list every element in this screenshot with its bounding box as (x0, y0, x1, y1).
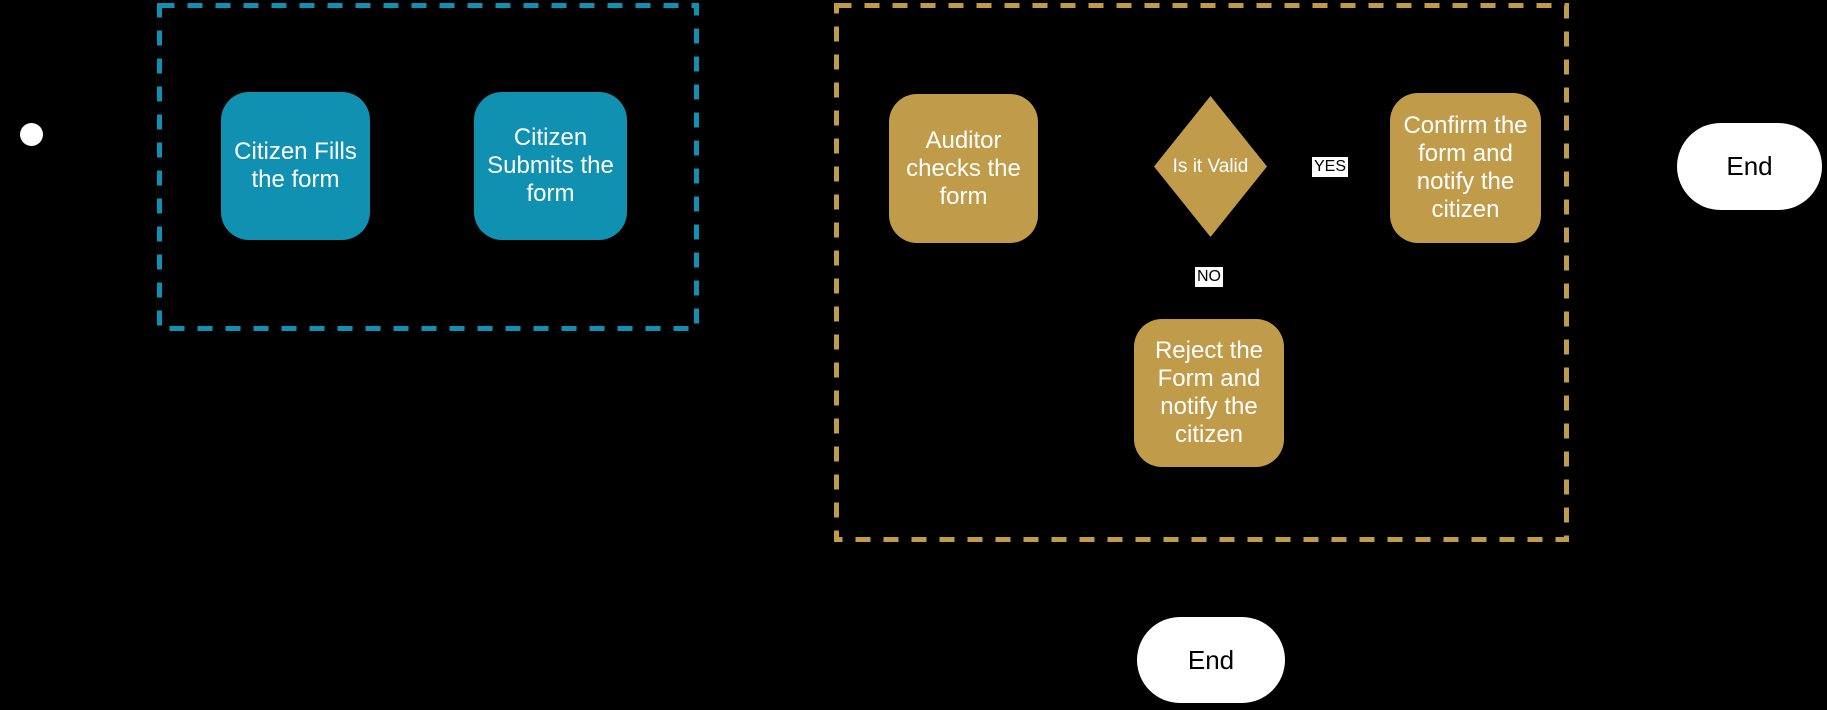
end-label: End (1726, 151, 1773, 181)
edge-label-no: NO (1195, 267, 1223, 287)
task-citizen-fills-form: Citizen Fills the form (221, 92, 370, 240)
task-label: Citizen Submits the form (487, 124, 614, 207)
task-label: Citizen Fills the form (234, 138, 357, 193)
citizen-lane-boundary (157, 3, 699, 331)
gateway-is-it-valid: Is it Valid (1154, 96, 1267, 237)
diamond-icon (1154, 96, 1267, 237)
task-confirm-form-notify-citizen: Confirm the form and notify the citizen (1390, 93, 1541, 243)
gateway-label: Is it Valid (1172, 155, 1249, 177)
task-label: Reject the Form and notify the citizen (1154, 337, 1264, 448)
auditor-lane-boundary (834, 3, 1569, 542)
task-reject-form-notify-citizen: Reject the Form and notify the citizen (1134, 319, 1284, 467)
start-event-icon (20, 123, 43, 146)
edge-label-yes: YES (1312, 157, 1349, 177)
end-label: End (1187, 644, 1235, 675)
task-label: Confirm the form and notify the citizen (1403, 112, 1528, 223)
task-label: Auditor checks the form (906, 126, 1021, 210)
task-auditor-checks-form: Auditor checks the form (889, 94, 1038, 243)
end-event-right: End (1677, 123, 1822, 210)
task-citizen-submits-form: Citizen Submits the form (474, 92, 627, 240)
end-event-bottom: End (1137, 617, 1285, 703)
